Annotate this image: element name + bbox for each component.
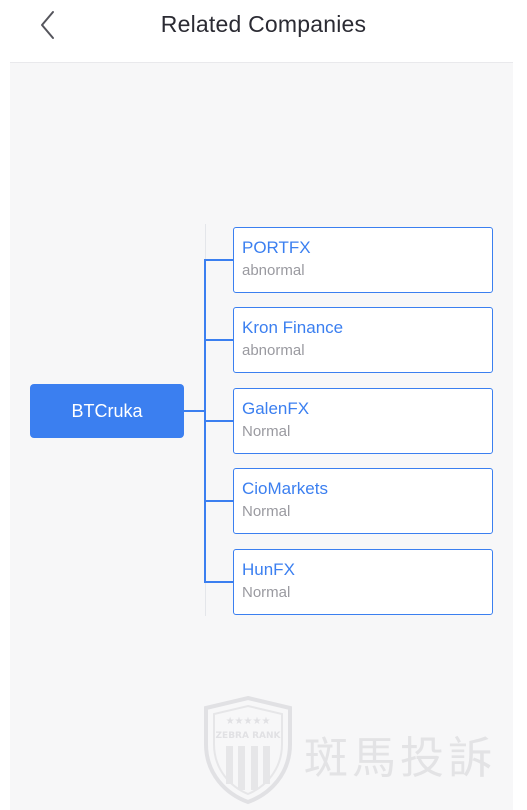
company-name: GalenFX: [242, 399, 310, 418]
company-name: HunFX: [242, 560, 295, 579]
watermark: ★★★★★ ZEBRA RANK 斑馬投訴: [200, 694, 520, 806]
company-name: CioMarkets: [242, 479, 328, 498]
root-company-name: BTCruka: [71, 400, 143, 421]
company-status: Normal: [242, 503, 291, 520]
company-status: abnormal: [242, 262, 305, 279]
company-status: Normal: [242, 584, 291, 601]
branch-connector: [204, 259, 234, 261]
root-company-node[interactable]: BTCruka: [30, 384, 184, 438]
branch-connector: [204, 500, 234, 502]
watermark-badge-text: ZEBRA RANK: [216, 731, 282, 741]
related-company-node[interactable]: Kron Finance abnormal: [233, 307, 493, 373]
header-bar: Related Companies: [0, 0, 527, 63]
company-name: PORTFX: [242, 238, 311, 257]
related-company-node[interactable]: CioMarkets Normal: [233, 468, 493, 534]
related-company-node[interactable]: PORTFX abnormal: [233, 227, 493, 293]
company-name: Kron Finance: [242, 318, 344, 337]
chevron-left-icon: [41, 11, 54, 39]
watermark-text: 斑馬投訴: [304, 733, 496, 784]
page-title: Related Companies: [160, 11, 367, 37]
back-button[interactable]: [34, 8, 64, 42]
company-status: abnormal: [242, 342, 305, 359]
header-divider: [10, 62, 513, 63]
branch-connector: [204, 581, 234, 583]
root-connector: [184, 410, 205, 412]
svg-text:★★★★★: ★★★★★: [226, 716, 271, 727]
zebra-shield-icon: ★★★★★ ZEBRA RANK: [204, 695, 292, 805]
related-company-node[interactable]: GalenFX Normal: [233, 388, 493, 454]
related-company-node[interactable]: HunFX Normal: [233, 549, 493, 615]
branch-connector: [204, 339, 234, 341]
company-status: Normal: [242, 423, 291, 440]
branch-connector: [204, 420, 234, 422]
